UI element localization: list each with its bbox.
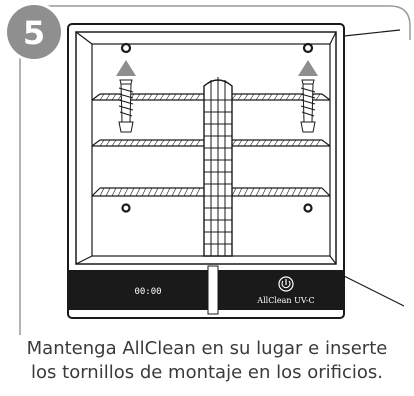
control-panel-left — [68, 270, 208, 310]
mounting-hole-icon — [121, 203, 131, 213]
door-edge — [343, 29, 401, 37]
arrow-up-icon — [116, 60, 136, 76]
control-panel-right — [218, 270, 344, 310]
arrow-up-icon — [298, 60, 318, 76]
caption-line-2: los tornillos de montaje en los orificio… — [31, 362, 383, 383]
mounting-hole-icon — [302, 42, 314, 54]
display-time: 00:00 — [134, 287, 161, 297]
step-number: 5 — [23, 14, 45, 52]
mounting-hole-icon — [303, 203, 313, 213]
step-badge: 5 — [4, 2, 64, 62]
screw-icon — [300, 79, 316, 133]
mounting-hole-icon — [120, 42, 132, 54]
caption-line-1: Mantenga AllClean en su lugar e inserte — [26, 338, 388, 359]
power-icon — [278, 276, 294, 292]
allclean-device — [203, 77, 233, 257]
screw-icon — [118, 79, 134, 133]
brand-label: AllClean UV-C — [256, 296, 314, 305]
